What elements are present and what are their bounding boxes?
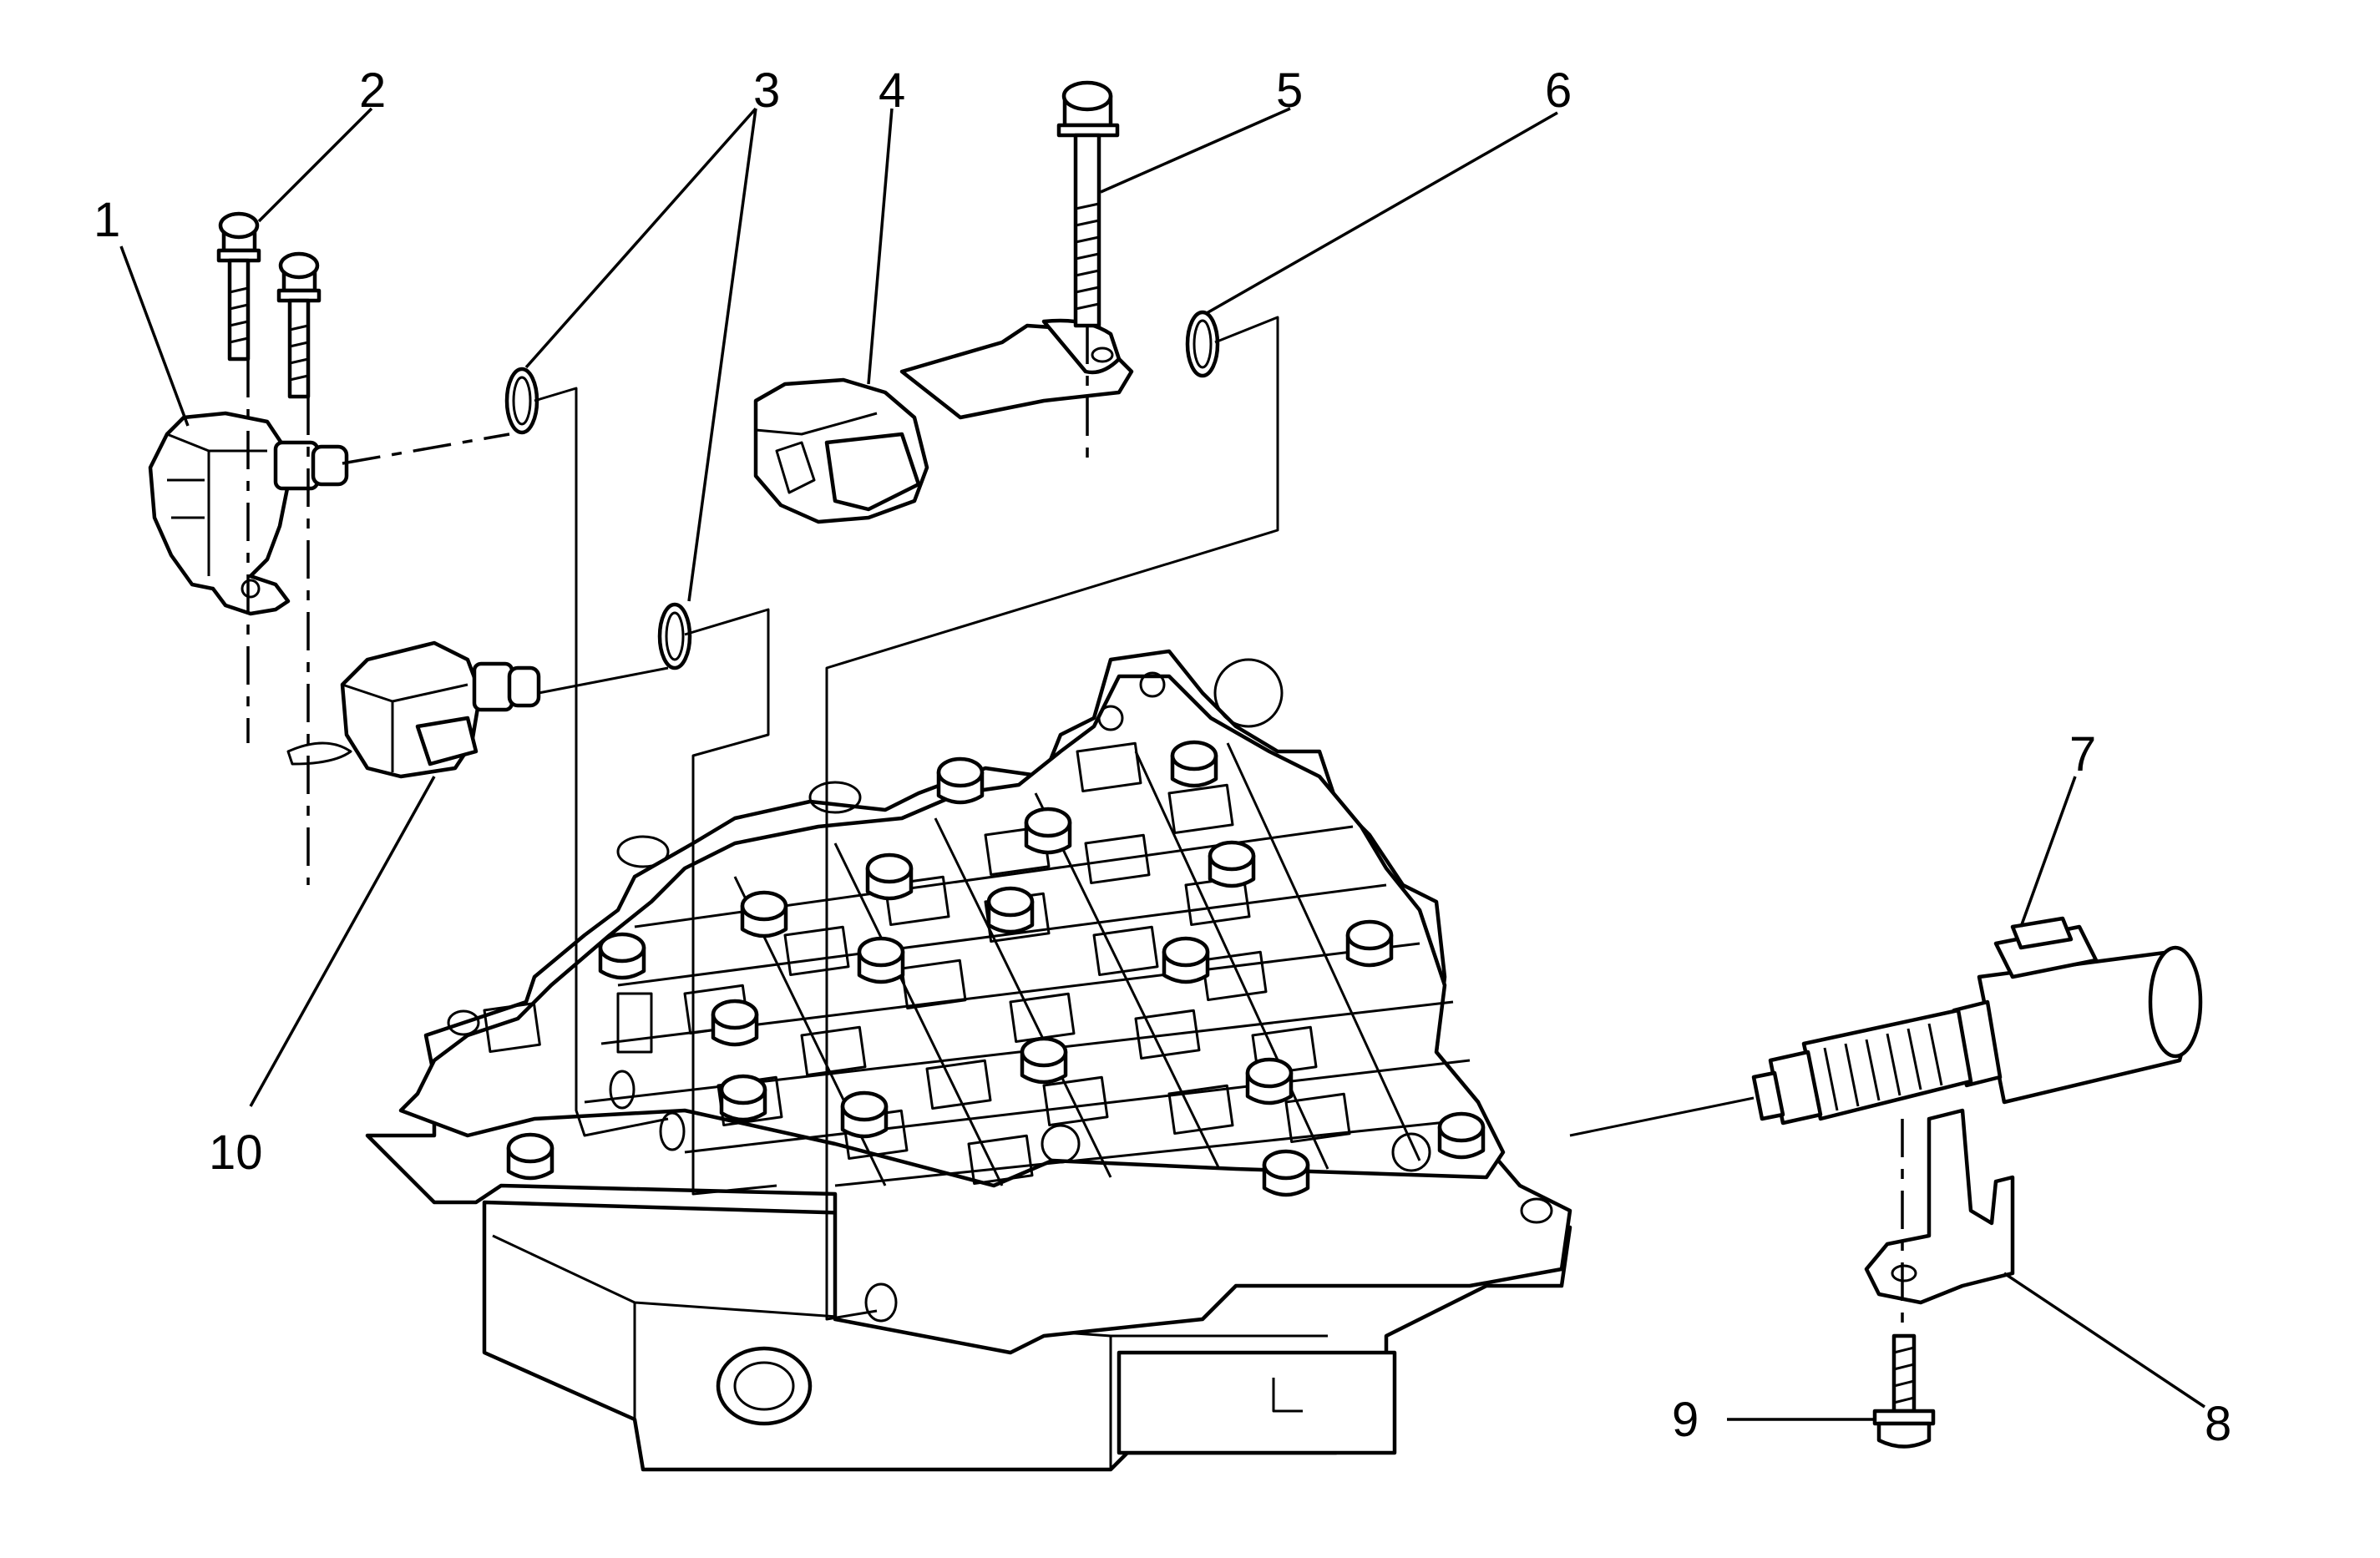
o-ring-3-upper <box>504 367 539 435</box>
callout-2: 2 <box>359 63 386 118</box>
callout-3: 3 <box>753 63 780 118</box>
callout-1: 1 <box>94 193 120 247</box>
callout-7: 7 <box>2069 727 2096 782</box>
bolt-9 <box>1872 1333 1936 1449</box>
callout-10: 10 <box>209 1126 263 1180</box>
callout-labels: 1 2 3 4 5 6 7 8 9 10 <box>94 63 2231 1451</box>
callout-6: 6 <box>1545 63 1572 118</box>
leader-lines <box>119 107 2205 1421</box>
bolt-5 <box>1056 80 1120 328</box>
solenoid-4 <box>753 318 1134 524</box>
bracket-8 <box>1864 1108 2015 1305</box>
valve-body <box>365 649 1572 1472</box>
callout-9: 9 <box>1672 1393 1699 1447</box>
bolt-2-pair <box>216 211 322 399</box>
callout-8: 8 <box>2205 1397 2231 1451</box>
alignment-lines <box>246 316 1904 1336</box>
solenoid-10 <box>286 640 541 779</box>
o-ring-3-lower <box>657 602 692 670</box>
callout-5: 5 <box>1276 63 1303 118</box>
o-ring-6 <box>1185 310 1220 378</box>
solenoid-7 <box>1751 916 2203 1126</box>
callout-4: 4 <box>879 63 905 118</box>
